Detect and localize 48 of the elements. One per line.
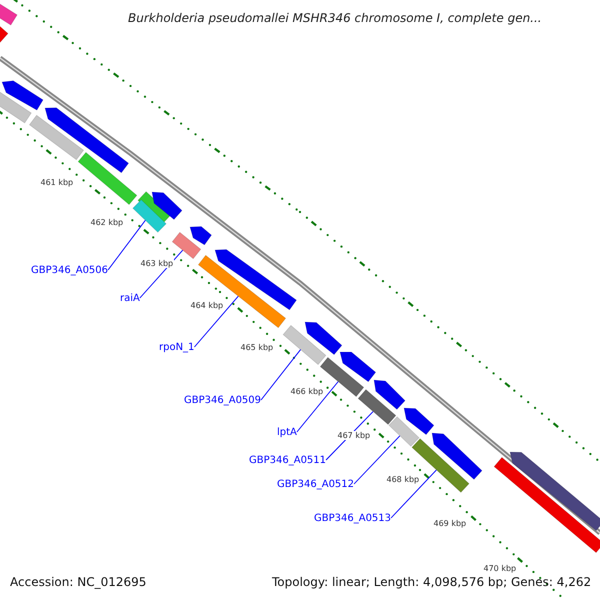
accession-text: Accession: NC_012695 bbox=[10, 575, 146, 589]
gene-feature bbox=[404, 408, 434, 436]
scale-label: 469 kbp bbox=[432, 518, 468, 528]
gene-feature bbox=[2, 80, 44, 110]
gene-bar bbox=[282, 324, 326, 366]
leader-line bbox=[194, 296, 239, 348]
gene-feature bbox=[44, 108, 130, 174]
scale-label: 464 kbp bbox=[190, 300, 224, 310]
gene-feature bbox=[340, 352, 376, 382]
gene-bar bbox=[358, 389, 396, 425]
diagram-title: Burkholderia pseudomallei MSHR346 chromosome I, complete gen... bbox=[128, 11, 542, 25]
gene-bar bbox=[28, 114, 84, 160]
gene-feature bbox=[304, 322, 342, 356]
leader-line bbox=[354, 435, 400, 484]
gene-bar bbox=[0, 90, 32, 124]
gene-bar bbox=[132, 199, 167, 233]
scale-label: 470 kbp bbox=[482, 564, 518, 572]
gene-label: GBP346_A0513 bbox=[314, 512, 392, 524]
leader-line bbox=[108, 220, 146, 270]
gene-feature bbox=[510, 452, 600, 532]
gene-feature bbox=[152, 192, 182, 220]
gene-bar bbox=[0, 2, 18, 26]
scale-label: 468 kbp bbox=[386, 474, 420, 484]
gene-bar bbox=[494, 456, 600, 554]
scale-label: 466 kbp bbox=[290, 386, 324, 396]
scale-label: 465 kbp bbox=[240, 342, 274, 352]
gene-bar bbox=[172, 232, 202, 260]
leader-line bbox=[296, 381, 339, 432]
scale-label: 467 kbp bbox=[336, 430, 372, 440]
gene-bar bbox=[388, 416, 420, 447]
gene-bar bbox=[0, 25, 8, 43]
scale-label: 462 kbp bbox=[90, 218, 124, 226]
gene-label: raiA bbox=[120, 292, 140, 304]
leader-line bbox=[390, 469, 437, 518]
gene-label: GBP346_A0511 bbox=[249, 454, 326, 466]
gene-label: GBP346_A0512 bbox=[277, 478, 354, 490]
gene-feature bbox=[190, 226, 212, 246]
genome-info-text: Topology: linear; Length: 4,098,576 bp; Genes: 4,262 bbox=[272, 575, 592, 589]
gene-label: GBP346_A0506 bbox=[31, 264, 108, 276]
scale-label: 463 kbp bbox=[140, 258, 174, 268]
gene-feature bbox=[432, 432, 482, 480]
scale-label: 461 kbp bbox=[40, 178, 74, 186]
gene-label: rpoN_1 bbox=[159, 342, 194, 352]
leader-line bbox=[260, 349, 302, 400]
gene-feature bbox=[374, 380, 406, 410]
gene-label: GBP346_A0509 bbox=[184, 394, 262, 406]
gene-label: lptA bbox=[277, 426, 297, 438]
gene-bar bbox=[78, 152, 138, 206]
